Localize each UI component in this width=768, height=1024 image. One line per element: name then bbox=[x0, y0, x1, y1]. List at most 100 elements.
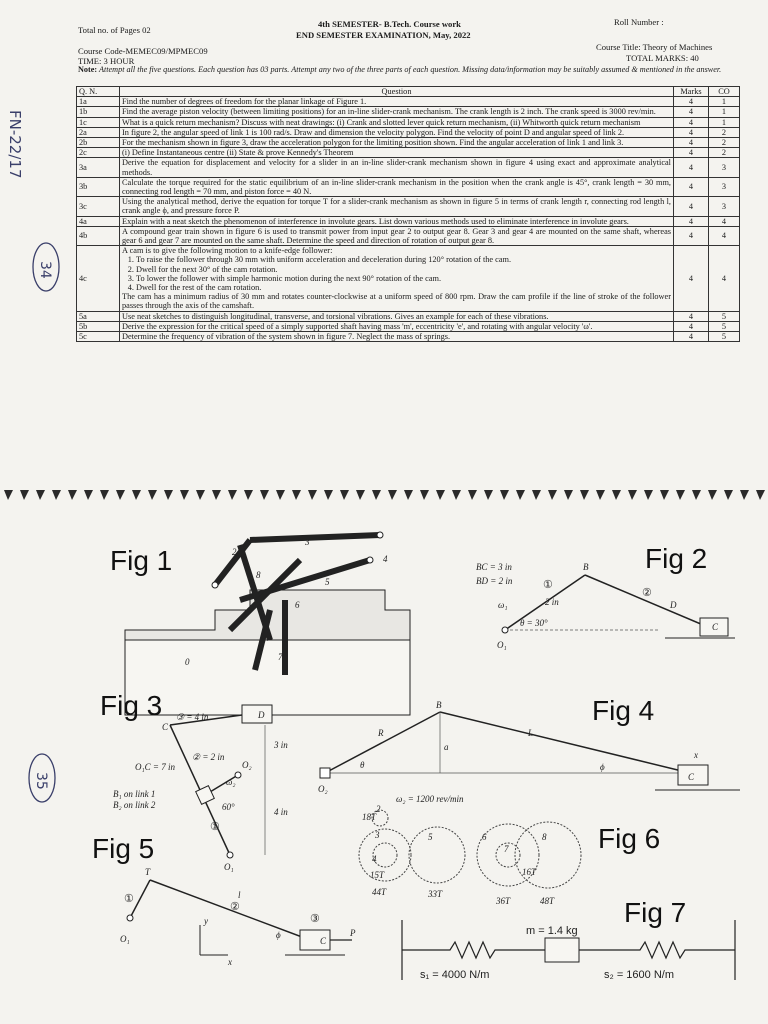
tear-mark bbox=[660, 490, 669, 500]
question-co: 4 bbox=[708, 245, 740, 312]
cam-outro: The cam has a minimum radius of 30 mm an… bbox=[122, 292, 671, 311]
question-marks: 4 bbox=[673, 320, 709, 333]
note-text: Attempt all the five questions. Each que… bbox=[99, 65, 722, 74]
svg-text:①: ① bbox=[210, 821, 220, 833]
question-text: (i) Define Instantaneous centre (ii) Sta… bbox=[119, 147, 674, 159]
col-qn: Q. N. bbox=[76, 85, 120, 98]
svg-text:8: 8 bbox=[256, 570, 261, 580]
list-item: Dwell for the rest of the cam rotation. bbox=[136, 283, 671, 292]
svg-text:D: D bbox=[257, 710, 265, 720]
svg-text:4 in: 4 in bbox=[274, 807, 288, 817]
question-text: Determine the frequency of vibration of … bbox=[119, 331, 674, 343]
svg-text:②: ② bbox=[230, 901, 240, 913]
svg-text:B: B bbox=[436, 700, 442, 710]
svg-text:4: 4 bbox=[383, 554, 388, 564]
svg-text:0: 0 bbox=[185, 657, 190, 667]
question-text: In figure 2, the angular speed of link 1… bbox=[119, 126, 674, 139]
question-number: 2b bbox=[76, 137, 120, 149]
cam-motion-list: To raise the follower through 30 mm with… bbox=[122, 255, 671, 292]
tear-mark bbox=[36, 490, 45, 500]
question-marks: 4 bbox=[673, 157, 709, 178]
tear-mark bbox=[100, 490, 109, 500]
figures-panel: Fig 1 2 3 4 5 6 7 8 0 Fig 2 BC = 3 in bbox=[92, 531, 740, 981]
col-co: CO bbox=[708, 85, 740, 98]
question-marks: 4 bbox=[673, 215, 709, 227]
note-label: Note: bbox=[78, 65, 98, 74]
tear-mark bbox=[484, 490, 493, 500]
fig5-title: Fig 5 bbox=[92, 833, 154, 864]
instruction-note: Note: Attempt all the five questions. Ea… bbox=[78, 65, 738, 75]
question-number: 3b bbox=[76, 176, 120, 198]
col-question: Question bbox=[119, 85, 674, 98]
tear-mark bbox=[548, 490, 557, 500]
question-co: 4 bbox=[708, 215, 740, 227]
svg-text:①: ① bbox=[124, 893, 134, 905]
svg-text:2: 2 bbox=[376, 804, 381, 814]
question-number: 1b bbox=[76, 106, 120, 118]
question-number: 2a bbox=[76, 126, 120, 139]
svg-text:O₂: O₂ bbox=[242, 760, 252, 770]
svg-text:O₁: O₁ bbox=[497, 640, 507, 650]
svg-text:B₁ on link 1: B₁ on link 1 bbox=[113, 789, 155, 799]
course-code: Course Code-MEMEC09/MPMEC09 bbox=[78, 46, 208, 56]
svg-text:3: 3 bbox=[374, 830, 380, 840]
tear-mark bbox=[612, 490, 621, 500]
tear-mark bbox=[4, 490, 13, 500]
figure-4: Fig 4 B C O₂ R L a θ ϕ x bbox=[318, 695, 740, 794]
svg-text:34: 34 bbox=[37, 261, 53, 279]
time-duration: TIME: 3 HOUR bbox=[78, 56, 135, 66]
svg-text:C: C bbox=[162, 722, 169, 732]
question-marks: 4 bbox=[673, 225, 709, 247]
tear-mark bbox=[228, 490, 237, 500]
svg-text:7: 7 bbox=[504, 844, 509, 854]
question-marks: 4 bbox=[673, 137, 709, 149]
tear-mark bbox=[20, 490, 29, 500]
svg-text:O₁C = 7 in: O₁C = 7 in bbox=[135, 762, 175, 772]
question-number: 3c bbox=[76, 196, 120, 217]
question-text: For the mechanism shown in figure 3, dra… bbox=[119, 137, 674, 149]
course-title: Course Title: Theory of Machines bbox=[596, 42, 713, 52]
svg-text:T: T bbox=[145, 867, 151, 877]
figure-6: Fig 6 ω₂ = 1200 rev/min 18T 15T 44T 33T … bbox=[358, 794, 660, 906]
svg-text:s₂ = 1600 N/m: s₂ = 1600 N/m bbox=[604, 969, 674, 981]
exam-title: END SEMESTER EXAMINATION, May, 2022 bbox=[296, 30, 471, 40]
semester-title: 4th SEMESTER- B.Tech. Course work bbox=[318, 19, 461, 29]
svg-text:7: 7 bbox=[278, 652, 283, 662]
question-co: 2 bbox=[708, 147, 740, 159]
svg-text:33T: 33T bbox=[427, 889, 443, 899]
question-text: A cam is to give the following motion to… bbox=[119, 245, 674, 312]
table-row: 2c(i) Define Instantaneous centre (ii) S… bbox=[76, 147, 740, 159]
tear-mark bbox=[340, 490, 349, 500]
svg-text:ϕ: ϕ bbox=[600, 762, 605, 772]
svg-text:C: C bbox=[320, 936, 327, 946]
svg-text:θ = 30°: θ = 30° bbox=[520, 618, 548, 628]
tear-mark bbox=[628, 490, 637, 500]
tear-mark bbox=[532, 490, 541, 500]
svg-text:15T: 15T bbox=[370, 870, 385, 880]
svg-text:a: a bbox=[444, 742, 449, 752]
tear-mark bbox=[52, 490, 61, 500]
question-text: Explain with a neat sketch the phenomeno… bbox=[119, 215, 674, 227]
tear-mark bbox=[436, 490, 445, 500]
question-co: 2 bbox=[708, 137, 740, 149]
svg-text:①: ① bbox=[543, 579, 553, 591]
question-number: 3a bbox=[76, 157, 120, 178]
svg-text:O₁: O₁ bbox=[224, 862, 234, 872]
svg-text:s₁ = 4000 N/m: s₁ = 4000 N/m bbox=[420, 969, 489, 981]
tear-mark bbox=[68, 490, 77, 500]
page-tear-edge bbox=[4, 490, 765, 500]
svg-text:R: R bbox=[377, 728, 384, 738]
question-number: 1c bbox=[76, 116, 120, 128]
list-item: To raise the follower through 30 mm with… bbox=[136, 255, 671, 264]
svg-text:BC = 3 in: BC = 3 in bbox=[476, 562, 512, 572]
tear-mark bbox=[116, 490, 125, 500]
